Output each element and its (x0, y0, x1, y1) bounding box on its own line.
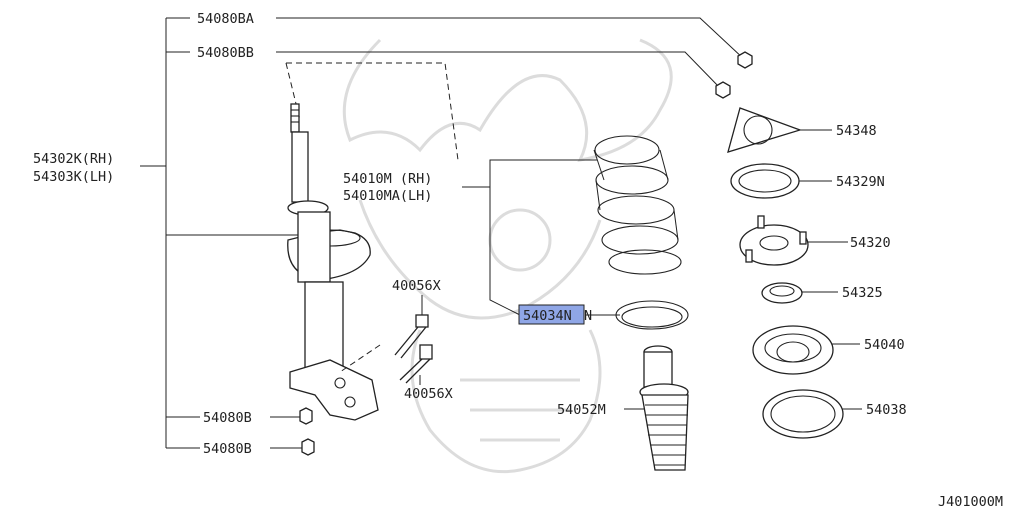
strut-assembly (287, 103, 379, 421)
diagram-id: J401000M (938, 494, 1003, 510)
nut-54080B-lower (301, 438, 315, 456)
label-54325[interactable]: 54325 (842, 285, 883, 301)
spring-group-outline (286, 62, 459, 161)
nut-54080BA (737, 51, 753, 69)
label-54034N[interactable]: 54034N (523, 308, 572, 324)
bound-bumper (639, 345, 689, 471)
label-54010MA[interactable]: 54010MA(LH) (343, 188, 432, 204)
bolt-guide-line (339, 344, 381, 373)
coil-spring (593, 135, 682, 275)
label-54329N[interactable]: 54329N (836, 174, 885, 190)
part-highlight (518, 304, 585, 325)
label-40056X-lower[interactable]: 40056X (404, 386, 453, 402)
label-54080B-upper[interactable]: 54080B (203, 410, 252, 426)
label-40056X-upper[interactable]: 40056X (392, 278, 441, 294)
strut-bracket (140, 17, 300, 449)
label-N-suffix: N (584, 308, 592, 324)
upper-seat (752, 325, 834, 375)
label-54080BB[interactable]: 54080BB (197, 45, 254, 61)
label-54040[interactable]: 54040 (864, 337, 905, 353)
label-54080B-lower[interactable]: 54080B (203, 441, 252, 457)
spring-seat-rubber (615, 300, 689, 330)
label-54052M[interactable]: 54052M (557, 402, 606, 418)
nut-54080BB (715, 81, 731, 99)
watermark-icon (342, 38, 673, 474)
label-54302K[interactable]: 54302K(RH) (33, 151, 114, 167)
label-54010M[interactable]: 54010M (RH) (343, 171, 432, 187)
cover-plate (727, 107, 803, 153)
label-54038[interactable]: 54038 (866, 402, 907, 418)
leader-lines (270, 17, 862, 449)
bearing (761, 282, 803, 304)
bolt-lower (399, 344, 433, 384)
nut-54080B-upper (299, 407, 313, 425)
label-54080BA[interactable]: 54080BA (197, 11, 254, 27)
label-54303K[interactable]: 54303K(LH) (33, 169, 114, 185)
strut-mount (739, 215, 809, 266)
insulator-seal (730, 163, 800, 199)
bolt-upper (394, 314, 429, 359)
label-54320[interactable]: 54320 (850, 235, 891, 251)
label-54348[interactable]: 54348 (836, 123, 877, 139)
mount-rubber (762, 389, 844, 439)
